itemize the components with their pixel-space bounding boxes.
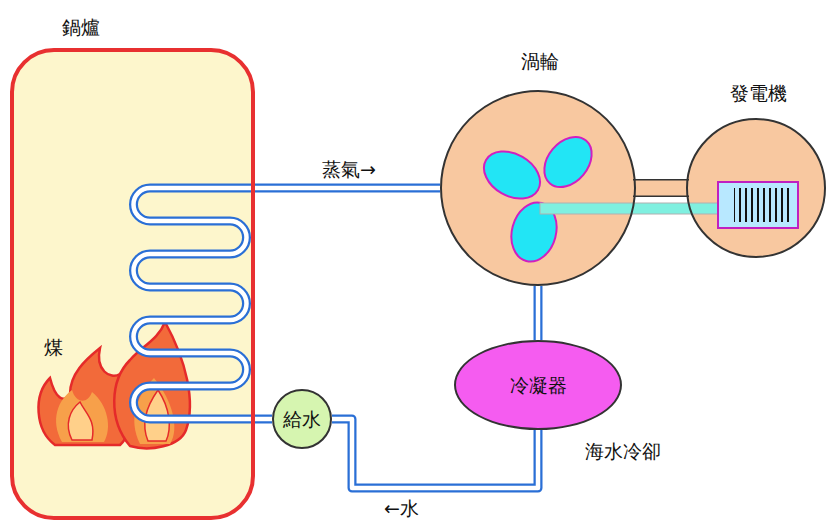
- feed-pipe: [253, 419, 272, 420]
- turbine: 渦輪: [440, 90, 636, 286]
- generator: 發電機: [686, 118, 826, 258]
- generator-coil: [718, 182, 798, 228]
- turbine-fill: [441, 91, 635, 285]
- steam-pipe: [255, 188, 440, 189]
- shaft-neck: [633, 188, 689, 189]
- condenser-fill: [455, 341, 621, 429]
- pipe-label: ←水: [384, 497, 419, 520]
- condenser: 冷凝器: [454, 340, 622, 430]
- generator-name: 發電機: [730, 82, 787, 105]
- boiler-coil: [134, 188, 256, 419]
- condenser-name: 冷凝器: [510, 374, 567, 397]
- turbine-fan: [476, 128, 602, 267]
- shaft: [540, 203, 718, 214]
- boiler-name: 鍋爐: [62, 16, 100, 39]
- turbine-name: 渦輪: [521, 50, 559, 73]
- feed-name: 給水: [283, 408, 321, 431]
- generator-fill: [687, 119, 825, 257]
- feed-fill: [273, 390, 331, 448]
- pipe-label: 蒸氣→: [322, 158, 376, 181]
- exhaust-pipe: [538, 286, 539, 340]
- fuel-label: 煤: [44, 336, 63, 359]
- return-pipe: [332, 419, 538, 488]
- feed-pump: 給水: [272, 389, 332, 449]
- boiler: 鍋爐煤: [10, 48, 255, 520]
- cooling-note: 海水冷卻: [585, 440, 661, 463]
